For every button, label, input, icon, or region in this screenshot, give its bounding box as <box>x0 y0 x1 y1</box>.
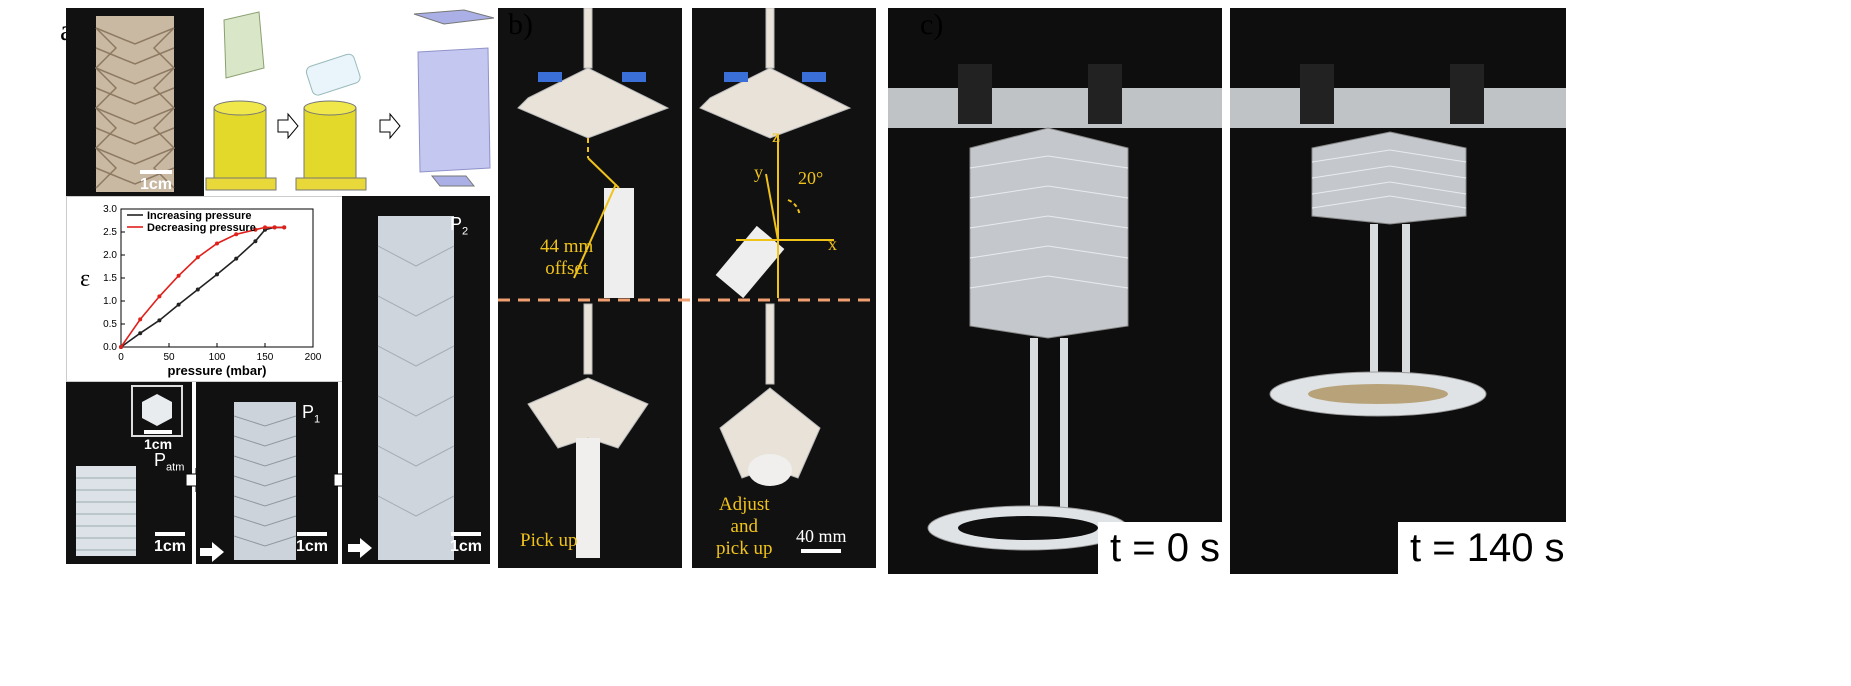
data-point <box>176 273 181 278</box>
scale-bar-inset: 1cm <box>144 430 172 452</box>
gripper-drawing <box>498 8 876 568</box>
x-axis-label: pressure (mbar) <box>168 363 267 378</box>
time-label-right: t = 140 s <box>1398 522 1577 575</box>
gripper-photo <box>498 8 876 568</box>
scale-bar-top: 1cm <box>140 170 172 194</box>
y-tick-label: 3.0 <box>103 204 117 215</box>
p2-photo: P2 1cm <box>342 196 490 564</box>
x-tick-label: 100 <box>209 352 226 363</box>
x-tick-label: 50 <box>163 352 175 363</box>
legend-entry: Increasing pressure <box>147 210 252 222</box>
y-tick-label: 2.0 <box>103 250 117 261</box>
x-tick-label: 200 <box>305 352 322 363</box>
data-point <box>138 317 143 322</box>
data-point <box>119 345 123 349</box>
pick-up-label: Pick up <box>520 530 578 551</box>
patm-photo: 1cm Patm 1cm <box>66 382 192 564</box>
y-tick-label: 1.5 <box>103 273 117 284</box>
data-point <box>157 318 162 323</box>
p1-label: P1 <box>302 402 321 426</box>
data-point <box>282 225 287 230</box>
scale-bar-patm: 1cm <box>154 532 186 556</box>
data-point <box>138 331 143 336</box>
ring-photo-t0 <box>888 8 1222 574</box>
axis-z-label: z <box>772 126 780 146</box>
data-point <box>215 241 219 246</box>
ring-t140-drawing <box>1230 64 1566 417</box>
data-point <box>157 294 162 299</box>
compressed-tube-drawing <box>76 385 183 556</box>
scale-bar-p2: 1cm <box>450 532 482 556</box>
data-point <box>234 256 239 261</box>
expanded-tube-p2-drawing <box>348 216 455 560</box>
origami-tube-photo: 1cm <box>66 8 204 196</box>
scale-bar-b: 40 mm <box>796 526 847 555</box>
molding-steps-drawing <box>205 9 495 191</box>
angle-label: 20° <box>798 168 824 188</box>
y-tick-label: 0.5 <box>103 319 117 330</box>
p2-label: P2 <box>450 214 469 238</box>
data-point <box>195 287 200 292</box>
patm-label: Patm <box>154 450 185 474</box>
strain-chart-svg: 0 50 100 150 200 0.0 0.5 1.0 1.5 2.0 2.5 3.0 pressur… <box>80 204 322 378</box>
time-label-left: t = 0 s <box>1098 522 1233 575</box>
data-point <box>176 302 181 307</box>
y-axis-label: ε <box>80 266 90 292</box>
p1-photo: P1 1cm <box>196 382 338 564</box>
data-point <box>253 227 258 232</box>
offset-label: 44 mm offset <box>540 236 594 279</box>
y-tick-label: 1.0 <box>103 296 117 307</box>
data-point <box>234 232 239 237</box>
data-point <box>253 239 258 244</box>
series-line-increasing <box>120 226 285 348</box>
molding-schematic <box>204 8 504 194</box>
x-tick-label: 0 <box>118 352 124 363</box>
data-point <box>263 225 267 230</box>
ring-photo-t140 <box>1230 8 1566 574</box>
panel-c-label: c) <box>920 8 944 41</box>
scale-bar-p1: 1cm <box>296 532 328 556</box>
adjust-label: Adjust and pick up <box>716 494 773 559</box>
ring-t0-drawing <box>888 64 1222 551</box>
y-tick-label: 0.0 <box>103 342 117 353</box>
axis-x-label: x <box>828 234 837 254</box>
strain-chart: 0 50 100 150 200 0.0 0.5 1.0 1.5 2.0 2.5 3.0 pressur… <box>66 196 344 382</box>
y-tick-label: 2.5 <box>103 227 117 238</box>
data-point <box>195 255 200 260</box>
axis-y-label: y <box>754 162 763 182</box>
data-point <box>272 225 277 230</box>
legend-entry: Decreasing pressure <box>147 222 256 234</box>
origami-tube-drawing <box>94 16 176 192</box>
x-tick-label: 150 <box>257 352 274 363</box>
data-point <box>215 272 219 277</box>
panel-b-label: b) <box>508 8 533 41</box>
expanded-tube-p1-drawing <box>200 402 297 562</box>
